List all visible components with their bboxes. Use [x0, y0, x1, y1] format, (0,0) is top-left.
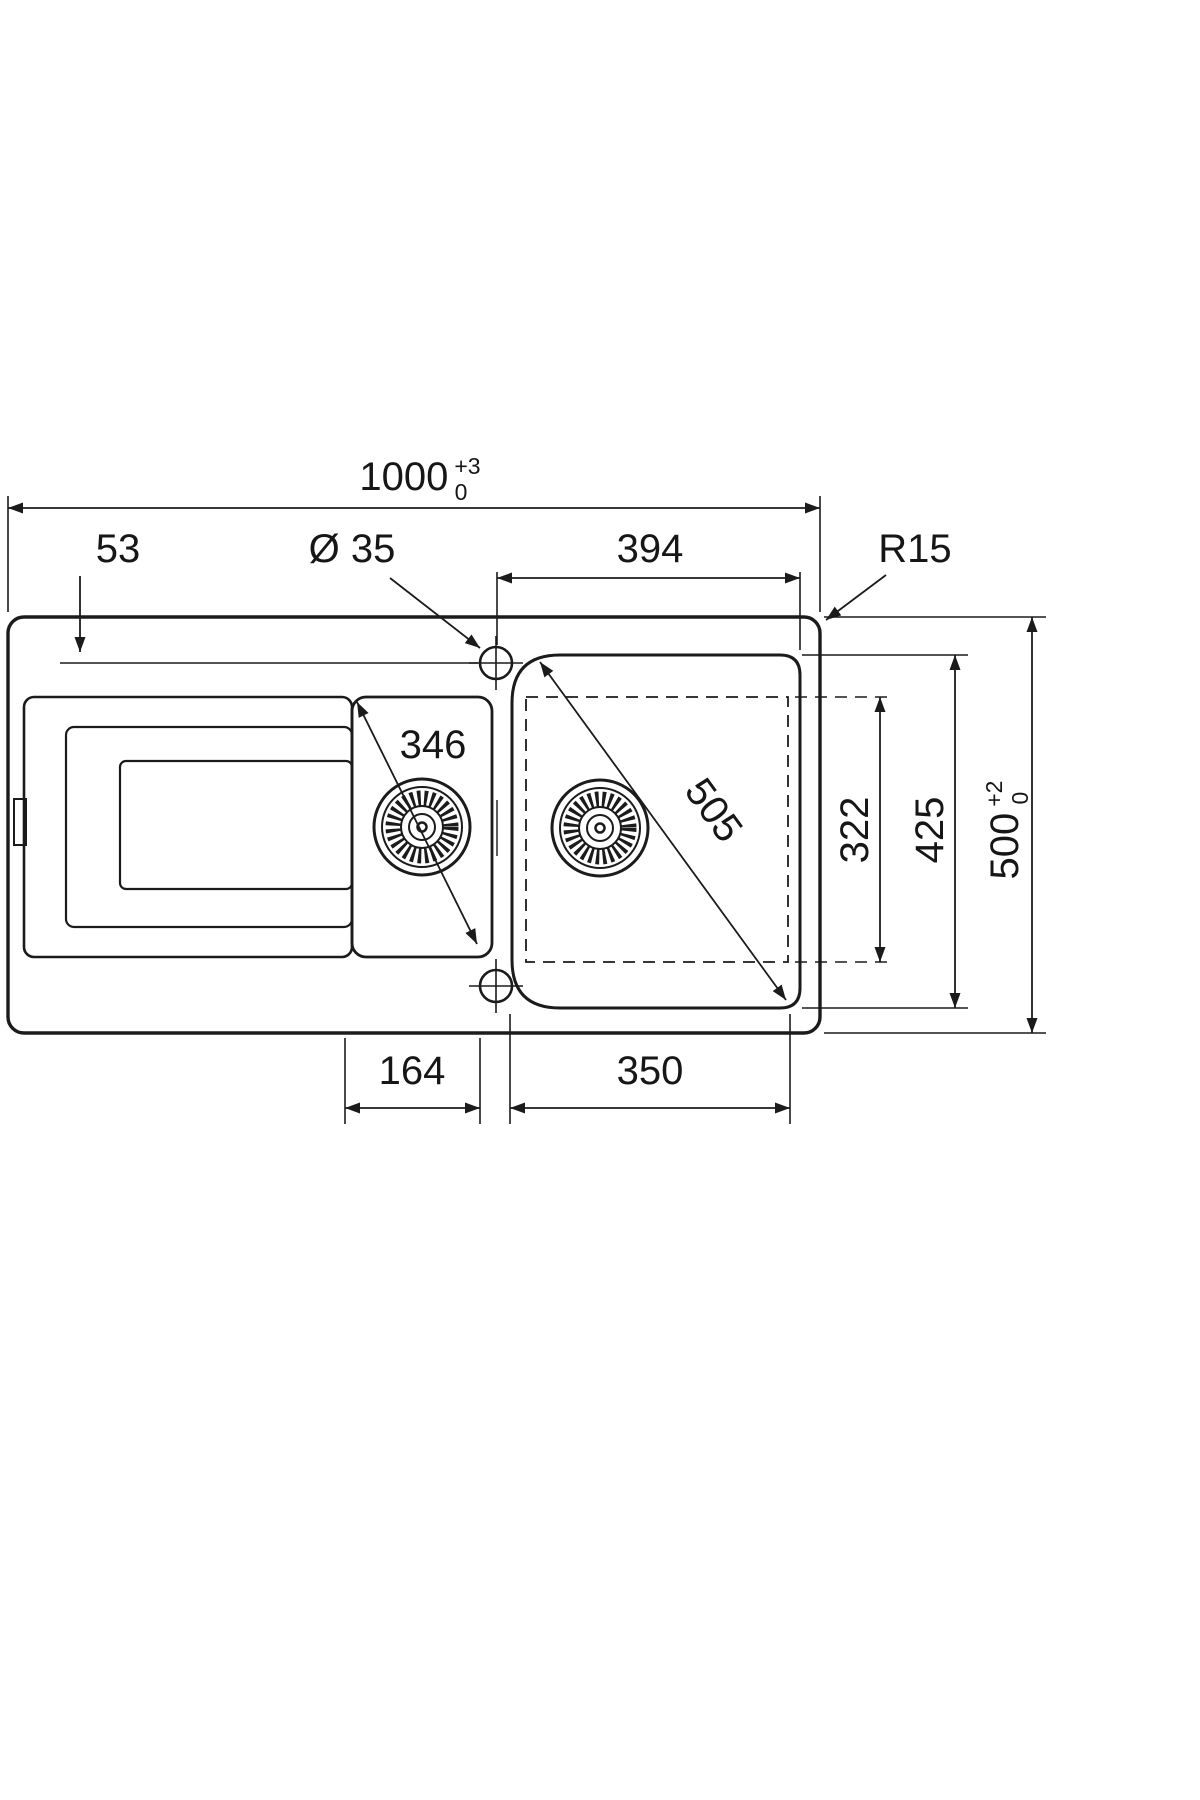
dim-tap-hole-diameter: Ø 35 [309, 527, 481, 649]
dimension-line [539, 661, 787, 1001]
sink-outline [6, 615, 822, 1035]
drain-icon-main-bowl [552, 780, 648, 876]
dimension-label: R15 [878, 527, 951, 571]
overflow-notch [13, 798, 27, 846]
drainboard-middle-ridge [64, 725, 354, 929]
main-bowl-outline [510, 653, 802, 1010]
tap-hole-icon-bottom [467, 957, 525, 1015]
dim-main-bowl-outer-depth: 425 [802, 654, 968, 1009]
dim-overall-depth: 500+20 [824, 616, 1046, 1034]
dim-small-bowl-bottom-width: 164 [344, 1038, 481, 1124]
dim-edge-to-hole: 53 [74, 527, 141, 652]
dimension-label: Ø 35 [309, 527, 396, 571]
dimension-label: 500+20 [981, 781, 1033, 880]
leader-line [389, 577, 481, 649]
dimension-label: 394 [617, 527, 684, 571]
drainboard-inner-ridge [118, 759, 354, 891]
drainboard [13, 695, 354, 959]
dimension-label: 346 [400, 723, 467, 767]
drain-icon-small-bowl [374, 779, 470, 875]
dim-main-bowl-top-width: 394 [496, 527, 801, 650]
dimension-label: 425 [908, 797, 952, 864]
dimension-label: 53 [96, 527, 141, 571]
dimension-label: 505 [676, 770, 751, 850]
small-bowl-outline [350, 695, 494, 959]
dimension-label: 350 [617, 1049, 684, 1093]
dim-corner-radius: R15 [825, 527, 952, 621]
dimension-label: 164 [379, 1049, 446, 1093]
leader-line [825, 574, 887, 621]
drainboard-outer-ridge [22, 695, 354, 959]
dimension-line [356, 701, 478, 945]
dimension-label: 322 [833, 797, 877, 864]
dim-main-bowl-inner-depth: 322 [795, 696, 893, 963]
dim-main-bowl-bottom-width: 350 [509, 1014, 791, 1124]
main-bowl-bottom-dashed [525, 696, 789, 963]
dim-small-bowl-diagonal: 346 [356, 701, 478, 945]
